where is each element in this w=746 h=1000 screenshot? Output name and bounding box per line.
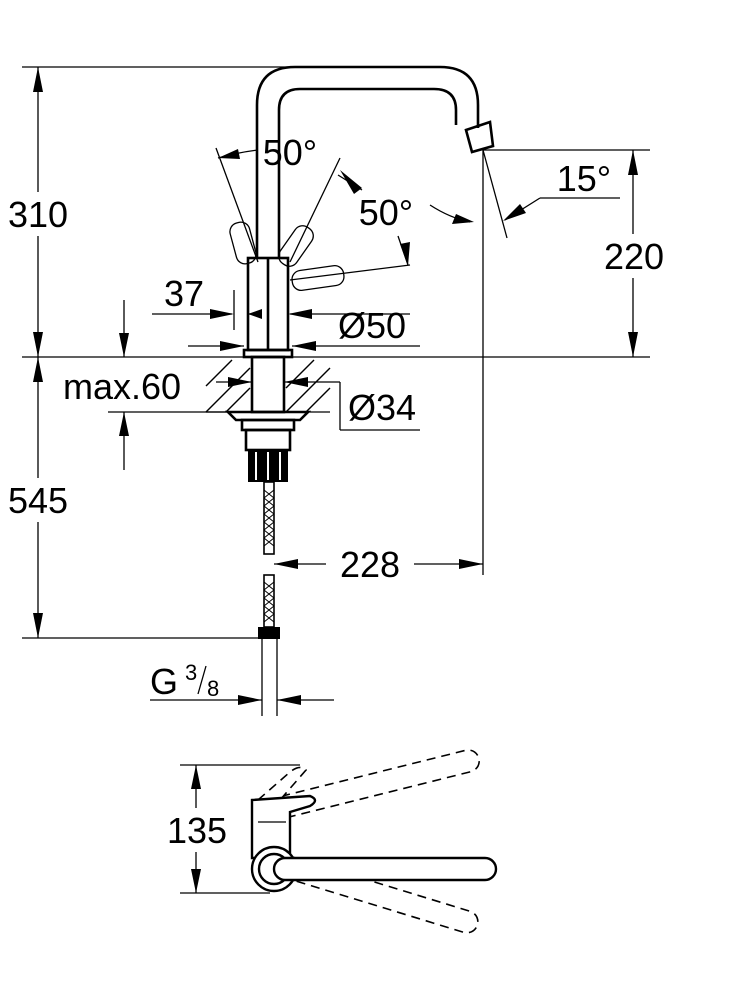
- height-310-label: 310: [8, 194, 68, 235]
- counter-section: [205, 359, 331, 413]
- shank: [224, 355, 312, 482]
- side-view: 310 545 220: [0, 65, 670, 716]
- spout-tilt-label: 15°: [557, 158, 611, 199]
- top-view: 135: [160, 749, 498, 934]
- spout-height-220-label: 220: [604, 236, 664, 277]
- depth-545-label: 545: [8, 480, 68, 521]
- spout-geometry: 220 15°: [482, 149, 670, 575]
- dimension-135: 135: [160, 764, 300, 894]
- dimension-37: 37: [152, 273, 262, 330]
- body-diameter-label: Ø50: [338, 305, 406, 346]
- lever-angle-right-label: 50°: [359, 192, 413, 233]
- lever-offset-label: 37: [164, 273, 204, 314]
- connection-denominator-label: 8: [207, 676, 219, 701]
- faucet-body: [242, 256, 294, 359]
- lever-angle-left-label: 50°: [263, 132, 317, 173]
- connection-numerator-label: 3: [185, 660, 197, 685]
- dimension-310: 310: [0, 66, 300, 357]
- dimension-max60: max.60: [63, 300, 228, 470]
- hole-diameter-label: Ø34: [348, 387, 416, 428]
- connection-prefix-label: G: [150, 661, 178, 702]
- lever: [215, 147, 411, 292]
- dimension-d50: Ø50: [188, 305, 420, 351]
- spout: [255, 65, 495, 258]
- dimension-545: 545: [0, 357, 262, 639]
- lever-angles: 50° 50°: [217, 132, 474, 266]
- lever-positions-dashed: [255, 749, 480, 934]
- dimension-connection: G 3 8: [150, 660, 334, 705]
- dimension-d34: Ø34: [216, 377, 420, 431]
- supply-hose: [258, 481, 280, 716]
- top-depth-135-label: 135: [167, 810, 227, 851]
- dimension-228: 228: [274, 544, 483, 585]
- max-counter-thickness-label: max.60: [63, 366, 181, 407]
- spout-reach-label: 228: [340, 544, 400, 585]
- mixer-top: [250, 794, 498, 893]
